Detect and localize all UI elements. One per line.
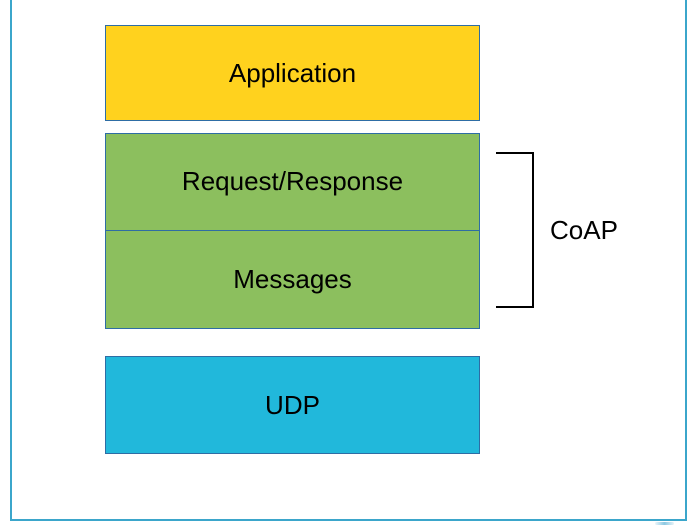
layer-group-coap: Request/Response Messages bbox=[105, 133, 480, 329]
layer-udp-label: UDP bbox=[265, 389, 320, 420]
coap-bracket bbox=[496, 152, 534, 308]
layer-application-label: Application bbox=[228, 57, 357, 88]
layer-messages-label: Messages bbox=[233, 263, 352, 294]
layer-application[interactable]: Application bbox=[105, 25, 480, 121]
page-border bbox=[10, 0, 687, 521]
layer-request-response[interactable]: Request/Response bbox=[106, 134, 479, 231]
render-artifact bbox=[655, 522, 674, 525]
layer-messages[interactable]: Messages bbox=[106, 231, 479, 329]
layer-request-response-label: Request/Response bbox=[181, 166, 404, 197]
coap-bracket-label: CoAP bbox=[550, 152, 618, 308]
layer-udp[interactable]: UDP bbox=[105, 356, 480, 454]
coap-label-text: CoAP bbox=[550, 214, 618, 245]
